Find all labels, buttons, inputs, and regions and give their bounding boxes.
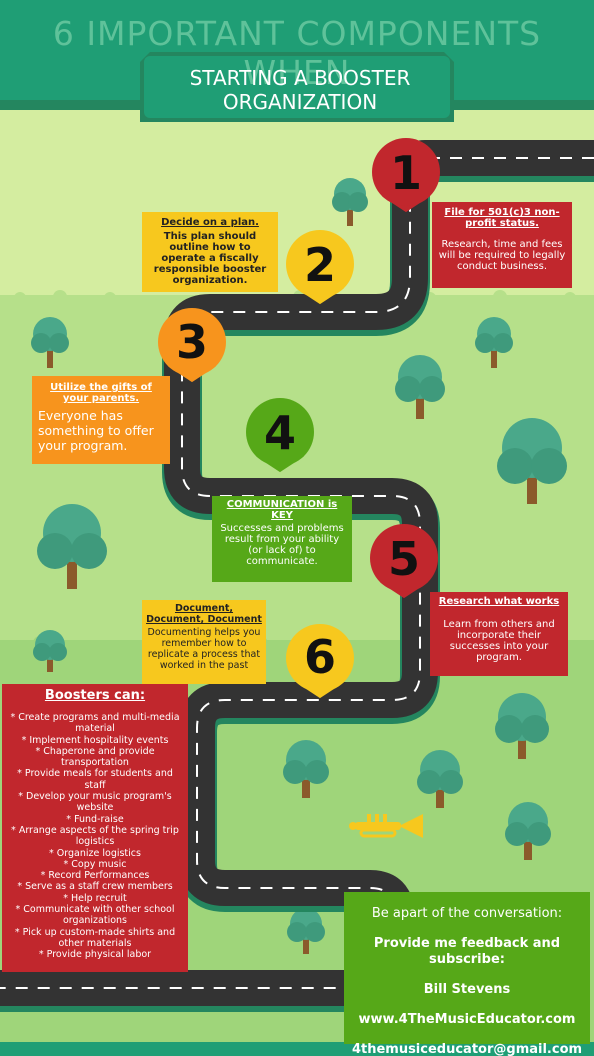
- step-box-body: This plan should outline how to operate …: [153, 231, 267, 286]
- tree-icon: [495, 693, 549, 759]
- page-subtitle: STARTING A BOOSTER ORGANIZATION: [189, 66, 411, 114]
- list-item: * Create programs and multi-media materi…: [10, 712, 180, 735]
- list-item: * Serve as a staff crew members: [17, 881, 173, 893]
- map-pin-icon: [246, 398, 314, 473]
- list-item: * Chaperone and provide transportation: [35, 745, 155, 769]
- step-box-title: File for 501(c)3 non-profit status.: [444, 207, 560, 229]
- tree-icon: [33, 630, 67, 672]
- tree-icon: [287, 908, 325, 954]
- step-number-2: 2: [303, 238, 336, 292]
- list-item: * Pick up custom-made shirts and other m…: [14, 926, 176, 949]
- step-box-document: Document, Document, Document Documenting…: [142, 600, 266, 684]
- step-box-plan: Decide on a plan. This plan should outli…: [142, 212, 278, 292]
- boosters-list: * Create programs and multi-media materi…: [10, 712, 180, 961]
- step-box-body: Research, time and fees will be required…: [438, 239, 566, 272]
- contact-name: Bill Stevens: [423, 982, 511, 997]
- tree-icon: [332, 178, 368, 226]
- trumpet-icon: [349, 814, 423, 838]
- step-box-title: Utilize the gifts of your parents.: [50, 382, 152, 404]
- list-item: * Copy music: [63, 858, 127, 870]
- step-box-research: Research what works Learn from others an…: [430, 592, 568, 676]
- step-box-body: Everyone has something to offer your pro…: [38, 408, 154, 453]
- list-item: * Organize logistics: [49, 847, 141, 859]
- map-pin-icon: [286, 230, 354, 305]
- step-box-body: Documenting helps you remember how to re…: [147, 627, 261, 671]
- page-title: 6 IMPORTANT COMPONENTS WHEN: [52, 14, 542, 92]
- step-box-title: Document, Document, Document: [146, 603, 262, 625]
- contact-box: Be apart of the conversation: Provide me…: [344, 892, 590, 1056]
- contact-intro: Be apart of the conversation:: [371, 906, 563, 921]
- step-box-title: Research what works: [438, 596, 560, 607]
- boosters-box: Boosters can: * Create programs and mult…: [2, 684, 188, 972]
- list-item: * Communicate with other school organiza…: [15, 904, 175, 927]
- tree-icon: [395, 355, 445, 419]
- step-box-parents: Utilize the gifts of your parents. Every…: [32, 376, 170, 464]
- map-pin-icon: [372, 138, 440, 213]
- step-number-4: 4: [263, 406, 296, 460]
- step-number-3: 3: [175, 315, 208, 369]
- map-pin-icon: [370, 524, 438, 599]
- map-pin-icon: [158, 308, 226, 383]
- contact-email[interactable]: 4themusiceducator@gmail.com: [351, 1042, 583, 1056]
- tree-icon: [283, 740, 329, 798]
- step-number-5: 5: [387, 532, 420, 586]
- list-item: * Provide physical labor: [38, 949, 152, 961]
- tree-icon: [497, 418, 567, 504]
- step-box-communication: COMMUNICATION is KEY Successes and probl…: [212, 496, 352, 582]
- list-item: * Develop your music program's website: [18, 791, 172, 814]
- contact-cta: Provide me feedback and subscribe:: [373, 936, 561, 967]
- list-item: * Record Performances: [40, 870, 150, 882]
- tree-icon: [37, 504, 107, 589]
- contact-website[interactable]: www.4TheMusicEducator.com: [358, 1012, 576, 1027]
- road: [0, 140, 594, 1006]
- tree-icon: [505, 802, 551, 860]
- step-number-1: 1: [389, 146, 422, 200]
- list-item: * Fund-raise: [66, 813, 124, 825]
- list-item: * Help recruit: [63, 892, 127, 904]
- step-box-body: Successes and problems result from your …: [220, 523, 344, 567]
- step-box-501c3: File for 501(c)3 non-profit status. Rese…: [432, 202, 572, 288]
- list-item: * Provide meals for students and staff: [17, 768, 173, 791]
- step-box-title: COMMUNICATION is KEY: [226, 499, 338, 521]
- map-pin-icon: [286, 624, 354, 699]
- list-item: * Arrange aspects of the spring trip log…: [11, 824, 179, 848]
- boosters-title: Boosters can:: [44, 688, 146, 703]
- step-box-title: Decide on a plan.: [161, 217, 259, 228]
- step-box-body: Learn from others and incorporate their …: [443, 619, 555, 663]
- step-number-6: 6: [303, 630, 336, 684]
- list-item: * Implement hospitality events: [21, 734, 169, 746]
- subtitle-plate: [144, 56, 450, 118]
- tree-icon: [475, 317, 513, 368]
- tree-icon: [417, 750, 463, 808]
- tree-icon: [31, 317, 69, 368]
